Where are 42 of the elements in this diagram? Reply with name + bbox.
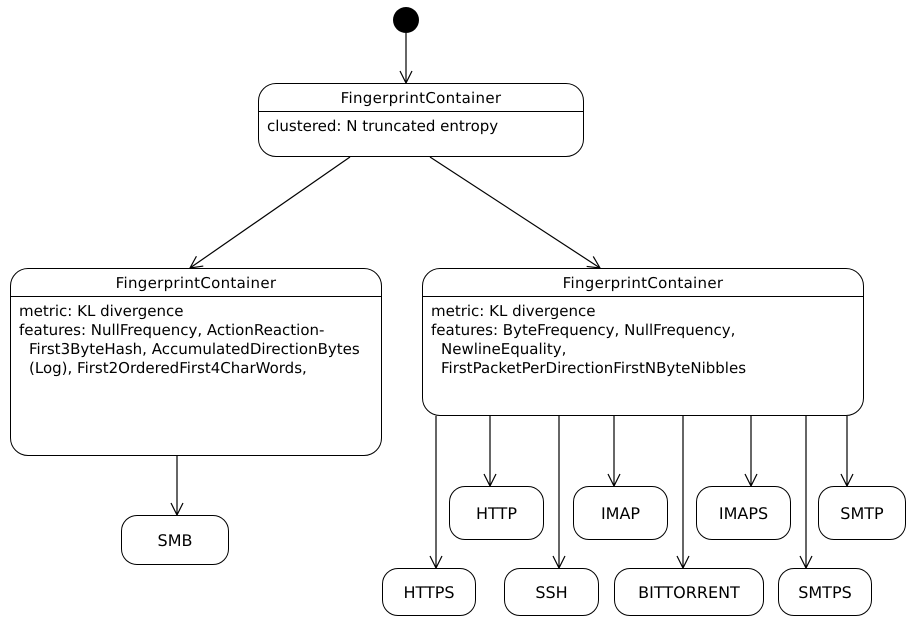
arrow [189,156,350,269]
state-label: HTTPS [403,582,455,602]
state-label: IMAPS [718,504,768,522]
state-box [10,268,382,456]
state-box [778,568,872,616]
state-label: SMB [158,530,192,550]
state-label: IMAP [600,504,640,522]
state-label: SMTP [840,504,884,522]
arrow [170,456,184,516]
state-attribute: features: NullFrequency, ActionReaction-First3ByteHash, AccumulatedDirectionBytes (Log), First2OrderedFirst4CharWords, [18,321,361,378]
state-box [382,568,476,616]
arrow [607,416,621,487]
state-title: FingerprintContainer [259,84,583,112]
state-attribute: features: ByteFrequency, NullFrequency, NewlineEquality, FirstPacketPerDirectionFirstNByteNibbles [430,321,748,378]
state-label: SSH [535,582,568,602]
state-title: FingerprintContainer [11,269,381,297]
state-box [449,486,544,540]
arrow [430,156,601,269]
state-box [504,568,599,616]
state-box [614,568,764,616]
arrow [552,416,566,569]
initial-state-dot [393,7,419,33]
state-label: HTTP [476,504,517,522]
arrow [483,416,497,487]
arrow [429,416,443,569]
state-box [573,486,668,540]
state-box [818,486,906,540]
arrow [744,416,758,487]
arrow [840,416,854,487]
state-attribute: metric: KL divergence [430,302,597,321]
state-attribute: clustered: N truncated entropy [266,117,500,136]
state-title: FingerprintContainer [423,269,863,297]
state-box [258,83,584,157]
state-label: BITTORRENT [638,582,740,602]
state-box [121,515,229,565]
state-box [696,486,791,540]
arrow [399,33,413,84]
arrow [799,416,813,569]
state-label: SMTPS [798,582,852,602]
state-attribute: metric: KL divergence [18,302,185,321]
arrow [676,416,690,569]
state-box [422,268,864,416]
